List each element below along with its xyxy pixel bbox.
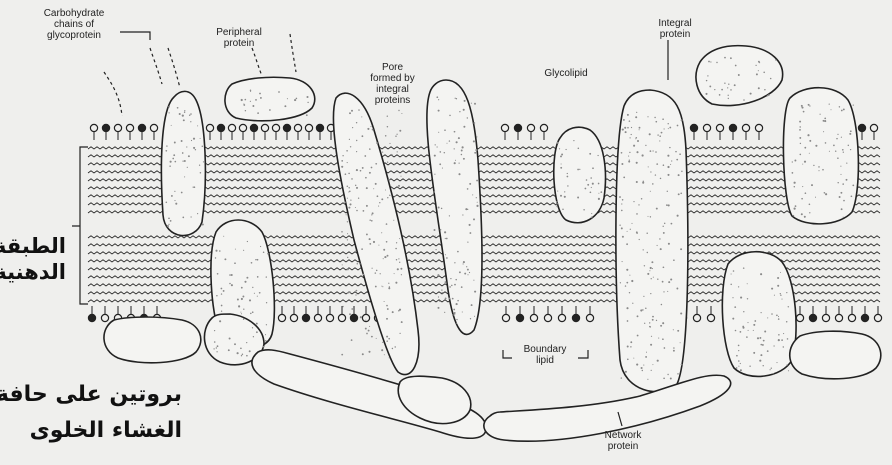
glycolipid-label: Glycolipid bbox=[536, 68, 596, 79]
pore-protein-right bbox=[427, 80, 482, 334]
carbohydrate-chain-3 bbox=[104, 72, 122, 116]
edge-protein-label-line1: بروتين على حافة bbox=[0, 382, 182, 407]
peripheral-chain-2 bbox=[290, 34, 296, 72]
edge-protein-label-line2: الغشاء الخلوى bbox=[30, 418, 182, 443]
pore-label: Pore formed by integral proteins bbox=[355, 62, 430, 106]
lipid-bracket bbox=[72, 147, 88, 304]
carbohydrate-chains-label: Carbohydrate chains of glycoprotein bbox=[34, 8, 114, 41]
boundary-lipid-label: Boundary lipid bbox=[512, 344, 578, 366]
carbohydrate-pointer bbox=[120, 32, 150, 40]
glycolipid-protein bbox=[554, 127, 606, 223]
glycoprotein-integral bbox=[161, 91, 205, 235]
peripheral-bottom-left bbox=[104, 317, 201, 363]
pore-protein-left bbox=[333, 93, 418, 374]
lipid-layer-label-line1: الطبقة bbox=[0, 234, 66, 258]
outer-phospholipid-heads bbox=[90, 124, 877, 140]
peripheral-bottom-right bbox=[790, 331, 881, 379]
peripheral-chain-1 bbox=[252, 48, 262, 76]
membrane-proteins bbox=[104, 46, 881, 442]
peripheral-protein bbox=[225, 77, 315, 121]
lipid-layer-label-line2: الدهنية bbox=[0, 260, 66, 284]
right-protein-top bbox=[783, 88, 858, 224]
integral-protein-label: Integral protein bbox=[645, 18, 705, 40]
peripheral-protein-label: Peripheral protein bbox=[204, 27, 274, 49]
network-protein-label: Network protein bbox=[590, 430, 656, 452]
outer-lipid-tails bbox=[88, 147, 880, 213]
carbohydrate-chain-2 bbox=[168, 48, 180, 88]
carbohydrate-chain-1 bbox=[150, 48, 162, 84]
